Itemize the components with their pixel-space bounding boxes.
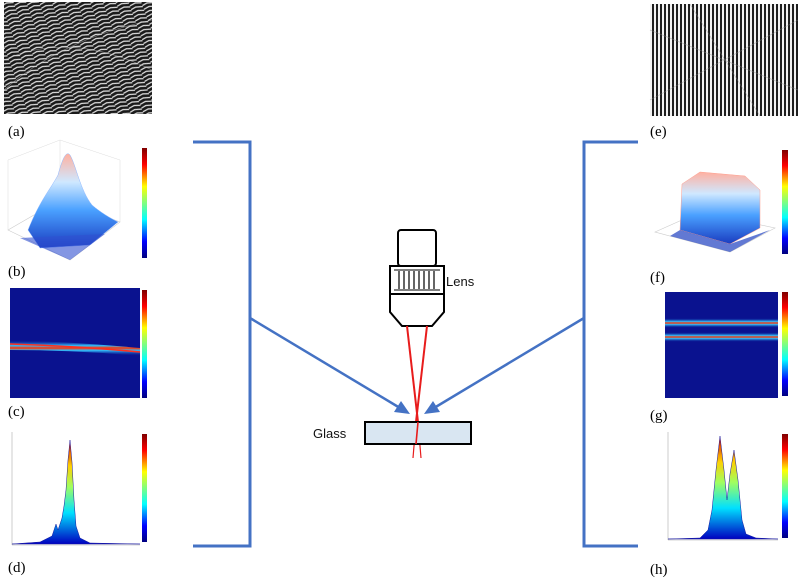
panel-b-colorbar: [142, 148, 147, 258]
panel-d-peak: [11, 439, 141, 545]
panel-a-label: (a): [8, 124, 25, 140]
panel-a-image: [3, 2, 153, 114]
panel-d-label: (d): [8, 560, 26, 576]
right-bracket: [582, 140, 638, 548]
panel-c-band: [10, 340, 140, 356]
panel-h-peaks: [667, 435, 779, 540]
panel-e-image: [649, 3, 799, 117]
panel-h-profile: [667, 432, 788, 541]
panel-c-label: (c): [8, 404, 25, 420]
panel-d-colorbar: [142, 434, 147, 542]
panel-b-plot: [7, 139, 147, 261]
panel-d-profile: [11, 432, 147, 546]
panel-h-label: (h): [650, 562, 668, 578]
glass-label: Glass: [313, 426, 347, 441]
panel-b-surface: [27, 153, 119, 249]
lens-label: Lens: [446, 274, 475, 289]
panel-b-label: (b): [8, 264, 26, 280]
panel-c-colorbar: [142, 290, 147, 398]
panel-f-plot: [654, 150, 788, 254]
panel-g-colorbar: [782, 292, 788, 396]
panel-e-label: (e): [650, 124, 667, 140]
panel-g-band-upper: [665, 318, 778, 328]
left-bracket: [193, 140, 252, 548]
right-arrow: [424, 316, 585, 414]
panel-g-band-lower: [665, 332, 778, 342]
panel-f-colorbar: [782, 150, 788, 254]
lens-objective: [389, 229, 445, 327]
panel-c-heatmap: [9, 288, 147, 398]
panel-f-surface: [679, 171, 761, 245]
panel-h-colorbar: [782, 434, 788, 538]
panel-g-heatmap: [665, 292, 788, 398]
left-arrow: [249, 316, 410, 414]
panel-f-label: (f): [650, 270, 665, 286]
panel-g-label: (g): [650, 408, 668, 424]
